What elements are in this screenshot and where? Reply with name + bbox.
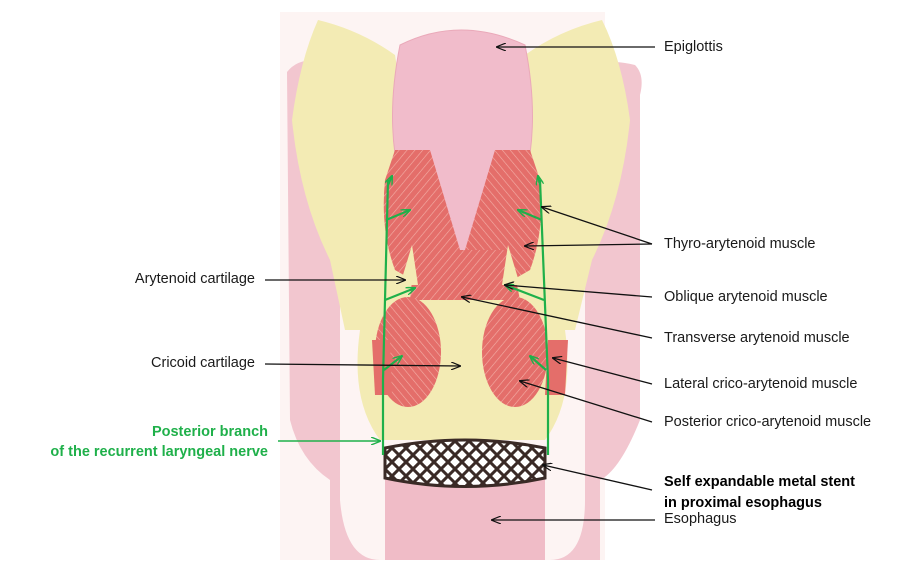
label-nerve-line1: Posterior branch xyxy=(10,424,268,441)
label-lateral-crico-arytenoid: Lateral crico-arytenoid muscle xyxy=(664,376,857,393)
label-stent-line1: Self expandable metal stent xyxy=(664,474,855,491)
label-posterior-crico-arytenoid: Posterior crico-arytenoid muscle xyxy=(664,414,871,431)
label-esophagus: Esophagus xyxy=(664,511,737,528)
label-epiglottis: Epiglottis xyxy=(664,39,723,56)
label-thyro-arytenoid: Thyro-arytenoid muscle xyxy=(664,236,816,253)
label-cricoid-cartilage: Cricoid cartilage xyxy=(95,355,255,372)
label-arytenoid-cartilage: Arytenoid cartilage xyxy=(95,271,255,288)
stent xyxy=(385,440,545,487)
label-oblique-arytenoid: Oblique arytenoid muscle xyxy=(664,289,828,306)
label-transverse-arytenoid: Transverse arytenoid muscle xyxy=(664,330,850,347)
label-nerve-line2: of the recurrent laryngeal nerve xyxy=(10,444,268,461)
label-stent-line2: in proximal esophagus xyxy=(664,495,822,512)
